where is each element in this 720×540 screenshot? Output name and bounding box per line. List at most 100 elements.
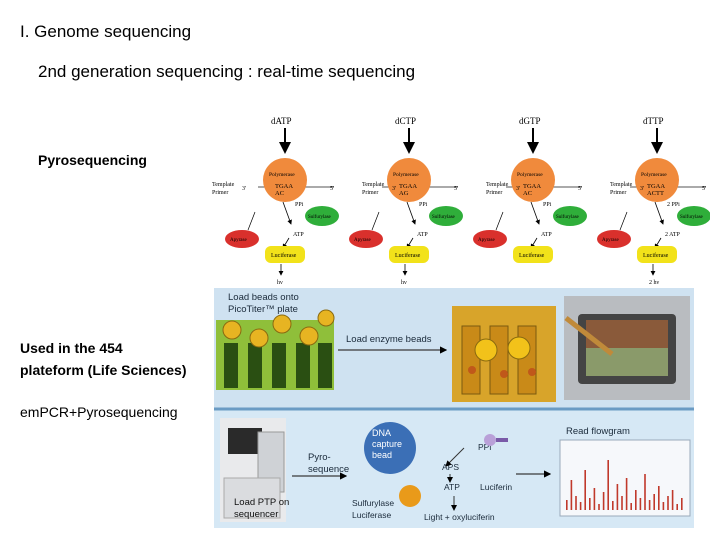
sulfurylase-bead bbox=[399, 485, 421, 507]
polymerase-enzyme bbox=[511, 158, 555, 202]
hv-label: hν bbox=[277, 280, 283, 286]
flowgram-peak bbox=[607, 460, 609, 510]
apyrase-enzyme bbox=[225, 230, 259, 248]
dna-capture-label-1: DNA bbox=[372, 428, 391, 438]
three-prime-label: 3' bbox=[392, 186, 396, 192]
three-prime-label: 3' bbox=[242, 186, 246, 192]
ppi-arrow bbox=[406, 201, 416, 225]
bead-reaction-scheme: DNA capture bead PPi APS ATP Luciferin S… bbox=[352, 422, 512, 522]
atp-label: ATP bbox=[444, 482, 460, 492]
sulfurylase-label: Sulfurylase bbox=[680, 215, 704, 220]
template-label: Template bbox=[212, 182, 235, 188]
flowgram-peak bbox=[630, 503, 632, 510]
polymerase-enzyme bbox=[387, 158, 431, 202]
flowgram-peak bbox=[612, 501, 614, 510]
sulfurylase-enzyme bbox=[553, 206, 587, 226]
luciferase-label: Luciferase bbox=[271, 252, 297, 259]
pyrosequencing-diagram: dATPPolymeraseTGAAACTemplatePrimer3'5'PP… bbox=[212, 116, 710, 286]
template-label: Template bbox=[610, 182, 633, 188]
primer-label: Primer bbox=[610, 190, 626, 196]
flowgram-peak bbox=[662, 502, 665, 510]
read-flowgram-label: Read flowgram bbox=[566, 426, 630, 437]
sulfurylase-enzyme bbox=[677, 206, 710, 226]
sulfurylase-label: Sulfurylase bbox=[556, 215, 580, 220]
apyrase-line bbox=[619, 211, 628, 231]
aps-label: APS bbox=[442, 462, 459, 472]
primer-label: Primer bbox=[486, 190, 502, 196]
template-label: Template bbox=[486, 182, 509, 188]
dna-capture-label-3: bead bbox=[372, 450, 392, 460]
luciferase-label: Luciferase bbox=[395, 252, 421, 259]
apyrase-label: Apyrase bbox=[230, 238, 247, 243]
ppi-label: PPi bbox=[543, 202, 552, 208]
nucleotide-label: dATP bbox=[271, 116, 292, 126]
atp-label: 2 ATP bbox=[665, 232, 681, 238]
sulfurylase-label: Sulfurylase bbox=[432, 215, 456, 220]
flowgram-peak bbox=[575, 496, 577, 510]
apyrase-line bbox=[371, 211, 380, 231]
apyrase-enzyme bbox=[473, 230, 507, 248]
hv-label: hν bbox=[401, 280, 407, 286]
page-title: I. Genome sequencing bbox=[20, 22, 192, 41]
luciferase-enzyme bbox=[513, 246, 553, 263]
read-flowgram-chart bbox=[559, 439, 691, 517]
ppi-arrow bbox=[530, 201, 540, 225]
ppi-arrow bbox=[654, 201, 664, 225]
polymerase-label: Polymerase bbox=[269, 172, 295, 178]
flowgram-peak bbox=[584, 470, 586, 510]
page-subtitle: 2nd generation sequencing : real-time se… bbox=[38, 62, 416, 81]
flowgram-peak bbox=[653, 494, 655, 510]
polymerase-label: Polymerase bbox=[517, 172, 543, 178]
sulfurylase-label: Sulfurylase bbox=[308, 215, 332, 220]
polymerase-label: Polymerase bbox=[393, 172, 419, 178]
atp-label: ATP bbox=[293, 232, 304, 238]
luciferin-label: Luciferin bbox=[480, 482, 512, 492]
flowgram-peak bbox=[602, 492, 605, 510]
pyrosequencing-label: Pyrosequencing bbox=[38, 152, 147, 168]
flowgram-peak bbox=[593, 488, 596, 510]
flowgram-peak bbox=[598, 504, 600, 510]
pyro-label-2: sequence bbox=[308, 464, 349, 475]
flowgram-peak bbox=[570, 480, 573, 510]
enzyme-beads-illustration bbox=[452, 306, 556, 402]
apyrase-line bbox=[247, 211, 256, 231]
ppi-arrow bbox=[282, 201, 292, 225]
flowgram-peak bbox=[566, 500, 568, 510]
luciferase-label: Luciferase bbox=[519, 252, 545, 259]
platform-label-line2: plateform (Life Sciences) bbox=[20, 362, 187, 378]
pyro-label-1: Pyro- bbox=[308, 452, 331, 463]
sequence-bottom: AC bbox=[275, 190, 284, 197]
luciferase-label: Luciferase bbox=[352, 510, 391, 520]
load-ptp-label-1: Load PTP on bbox=[234, 497, 289, 508]
flowgram-peak bbox=[644, 474, 646, 510]
flowgram-peak bbox=[616, 484, 619, 510]
light-label: Light + oxyluciferin bbox=[424, 512, 495, 522]
panel-dctp: dCTPPolymeraseTGAAAGTemplatePrimer3'5'PP… bbox=[349, 116, 463, 286]
sequence-bottom: AG bbox=[399, 190, 409, 197]
sequence-bottom: ACTT bbox=[647, 190, 664, 197]
flowgram-peak bbox=[625, 478, 628, 510]
apyrase-label: Apyrase bbox=[602, 238, 619, 243]
five-prime-label: 5' bbox=[454, 186, 458, 192]
sulfurylase-enzyme bbox=[305, 206, 339, 226]
primer-label: Primer bbox=[212, 190, 228, 196]
sulfurylase-label: Sulfurylase bbox=[352, 498, 394, 508]
flowgram-peak bbox=[579, 502, 582, 510]
empcr-label: emPCR+Pyrosequencing bbox=[20, 404, 178, 420]
flowgram-peak bbox=[667, 496, 669, 510]
sequence-top: TGAA bbox=[275, 183, 293, 190]
apyrase-label: Apyrase bbox=[478, 238, 495, 243]
dna-capture-bead bbox=[364, 422, 416, 474]
flowgram-peak bbox=[589, 498, 591, 510]
primer-label: Primer bbox=[362, 190, 378, 196]
sequence-top: TGAA bbox=[399, 183, 417, 190]
ppi-label: 2 PPi bbox=[667, 202, 680, 208]
flowgram-peak bbox=[676, 504, 678, 510]
picotiter-plate-illustration bbox=[216, 309, 335, 390]
flowgram-peak bbox=[639, 498, 642, 510]
flowgram-peak bbox=[671, 490, 674, 510]
flowgram-peak bbox=[648, 500, 651, 510]
load-beads-label-2: PicoTiter™ plate bbox=[228, 304, 298, 315]
polymerase-label: Polymerase bbox=[641, 172, 667, 178]
three-prime-label: 3' bbox=[516, 186, 520, 192]
